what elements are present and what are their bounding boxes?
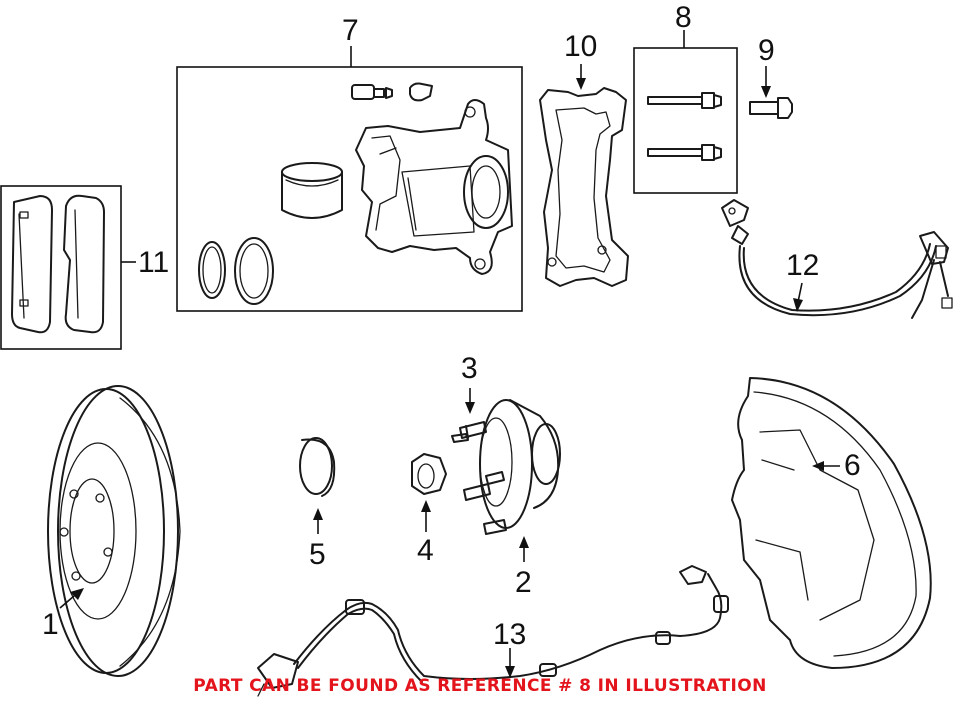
bolt [749,97,793,119]
wheel-hub [451,399,561,535]
callout-8: 8 [675,1,692,34]
pin-group-box [633,47,738,194]
callout-11: 11 [138,246,170,279]
brake-hose [721,199,953,319]
caliper-group-box [176,66,523,312]
caliper-parts [198,82,513,305]
callout-10: 10 [564,30,598,63]
callout-4: 4 [417,534,434,567]
brake-pads [11,194,105,334]
callout-1: 1 [42,608,59,641]
callout-7: 7 [342,14,359,47]
callout-2: 2 [515,566,532,599]
hub-nut [411,453,447,495]
grease-cap [299,437,336,497]
callout-6: 6 [844,449,861,482]
reference-note: PART CAN BE FOUND AS REFERENCE # 8 IN IL… [193,676,767,696]
callout-13: 13 [493,618,527,651]
brake-rotor [47,385,181,677]
caliper-bracket [539,87,629,287]
dust-shield [731,377,932,669]
callout-9: 9 [758,34,775,67]
guide-pins [647,92,722,161]
callout-5: 5 [309,538,326,571]
callout-3: 3 [461,352,478,385]
callout-12: 12 [786,249,820,282]
wheel-speed-sensor [257,565,729,697]
pad-group-box [0,185,122,350]
